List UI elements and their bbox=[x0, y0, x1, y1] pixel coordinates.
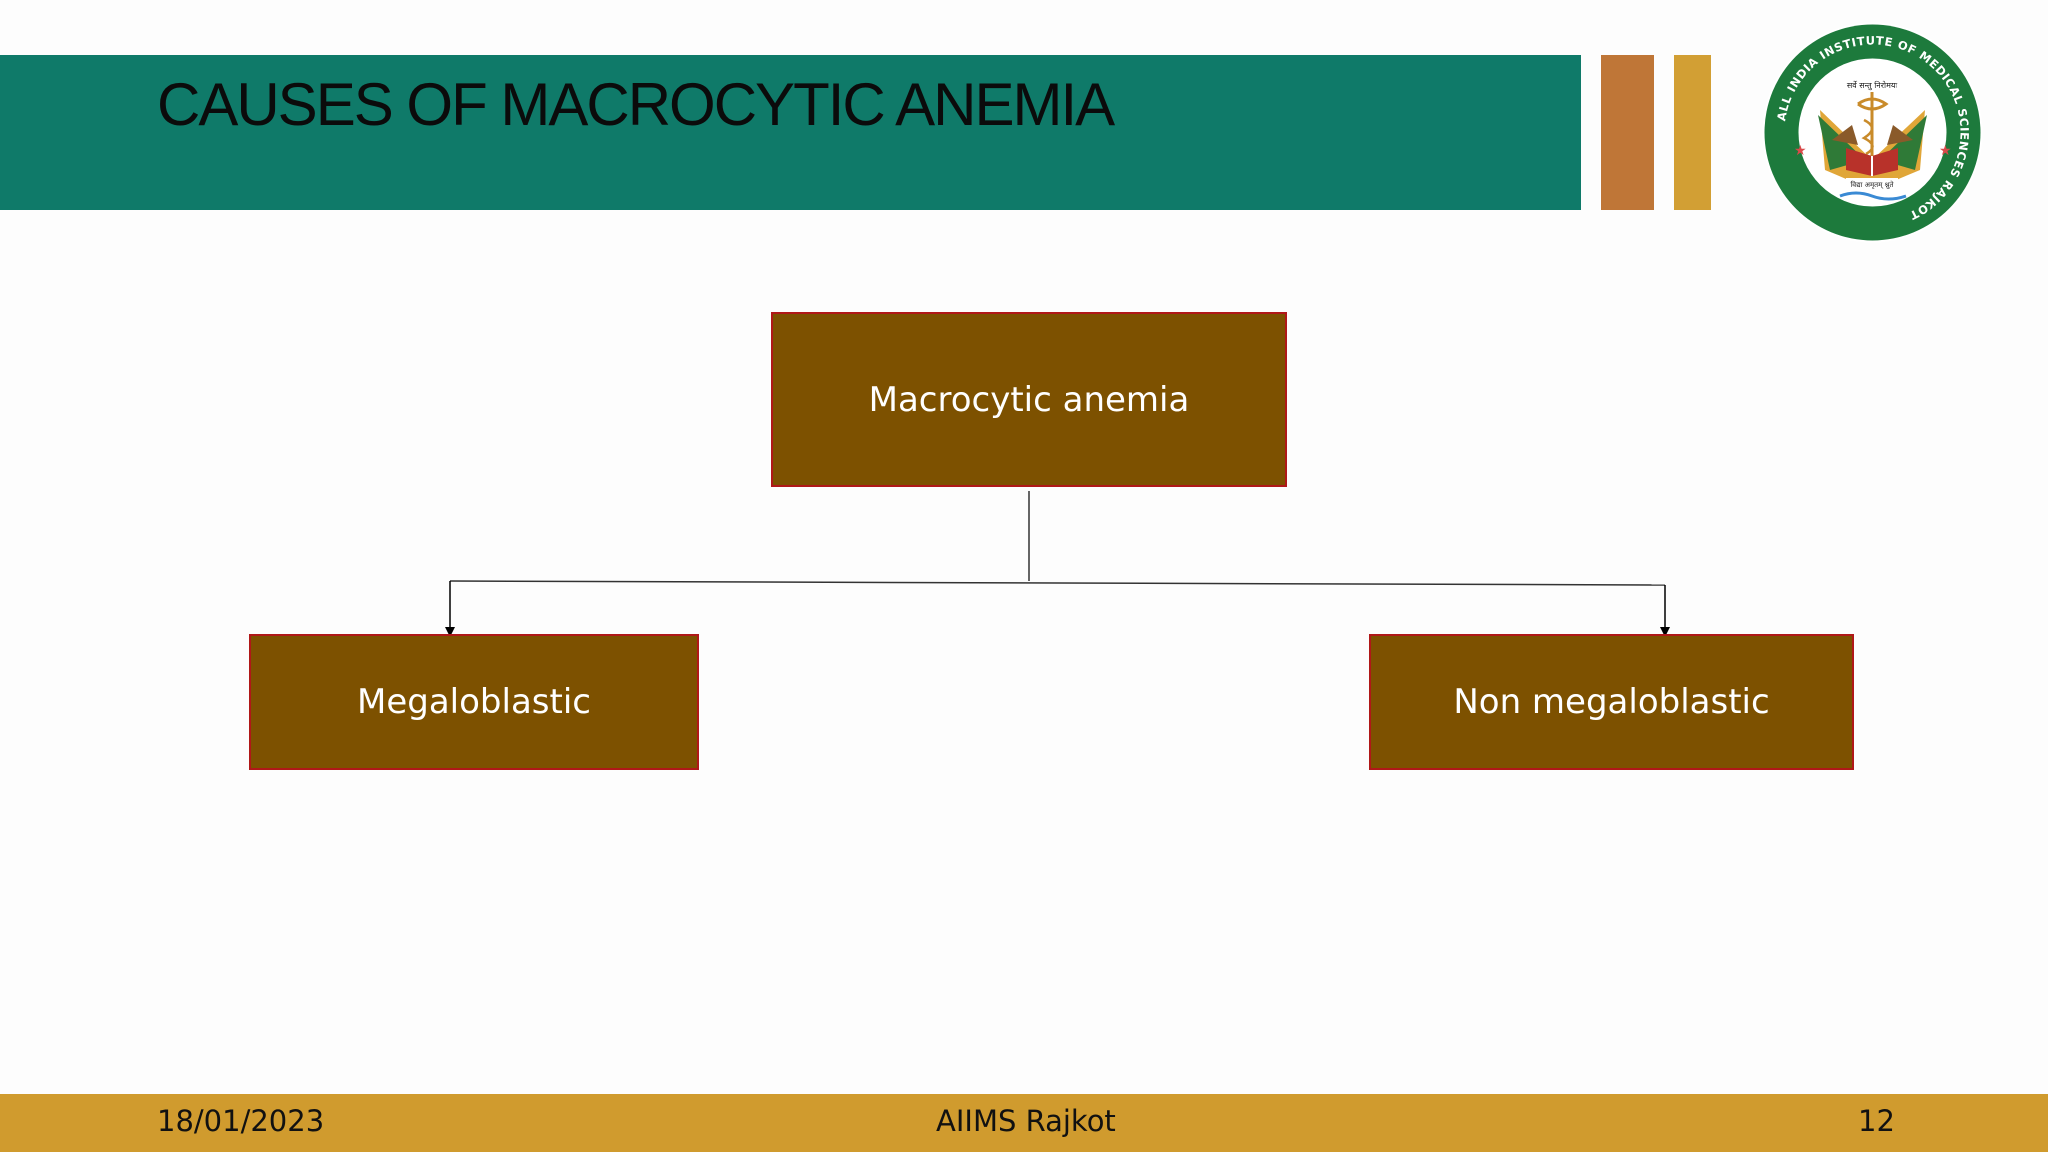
title-band bbox=[0, 55, 1581, 210]
node-non-megaloblastic: Non megaloblastic bbox=[1369, 634, 1854, 770]
node-macrocytic-anemia: Macrocytic anemia bbox=[771, 312, 1287, 487]
footer-band bbox=[0, 1094, 2048, 1152]
slide-title: CAUSES OF MACROCYTIC ANEMIA bbox=[157, 71, 1115, 138]
node-label: Non megaloblastic bbox=[1453, 682, 1770, 722]
star-icon: ★ bbox=[1939, 142, 1952, 158]
node-label: Megaloblastic bbox=[357, 682, 591, 722]
footer-institution: AIIMS Rajkot bbox=[936, 1104, 1116, 1138]
node-label: Macrocytic anemia bbox=[868, 379, 1190, 420]
footer-date: 18/01/2023 bbox=[157, 1104, 325, 1138]
aiims-rajkot-logo: ALL INDIA INSTITUTE OF MEDICAL SCIENCES … bbox=[1762, 22, 1983, 243]
logo-motto-book: विद्या अमृतम् श्नुते bbox=[1850, 180, 1894, 189]
footer-page-number: 12 bbox=[1858, 1104, 1895, 1138]
logo-motto-top: सर्वे सन्तु निरोमयः bbox=[1847, 80, 1898, 91]
accent-bar-orange bbox=[1601, 55, 1654, 210]
star-icon: ★ bbox=[1794, 142, 1807, 158]
accent-bar-gold bbox=[1674, 55, 1711, 210]
node-megaloblastic: Megaloblastic bbox=[249, 634, 699, 770]
connector-horizontal bbox=[449, 580, 1666, 586]
